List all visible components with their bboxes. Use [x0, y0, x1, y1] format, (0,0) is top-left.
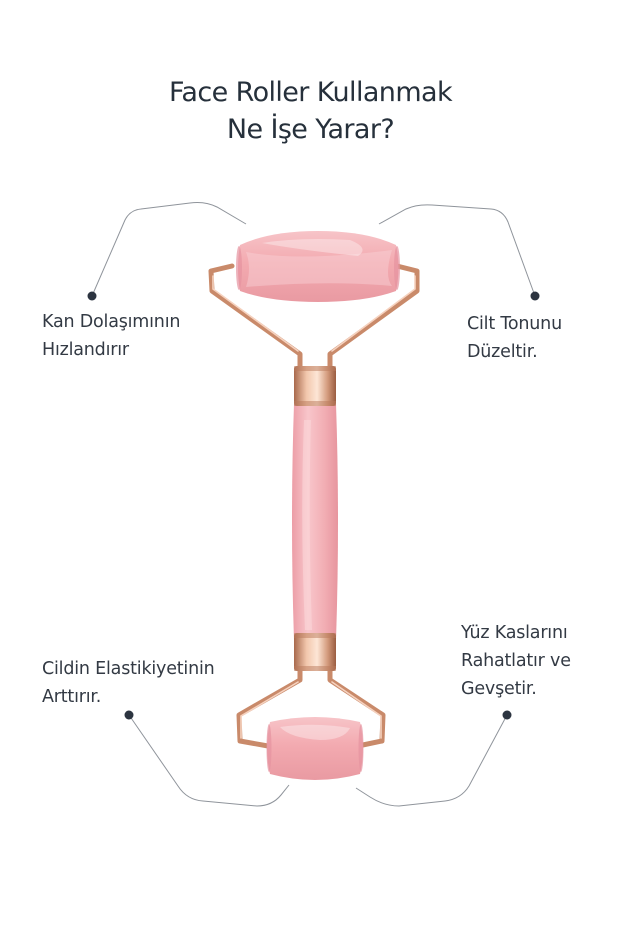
benefit-text-line: Cildin Elastikiyetinin [42, 659, 215, 679]
top-frame-wire [327, 263, 420, 371]
large-roller-stone [236, 231, 400, 302]
benefit-elasticity: Cildin Elastikiyetinin Arttırır. [42, 655, 215, 711]
benefit-text-line: Hızlandırır [42, 340, 129, 360]
leader-line-top-right [378, 204, 536, 297]
benefit-text-line: Arttırır. [42, 687, 102, 707]
benefit-skin-tone: Cilt Tonunu Düzeltir. [467, 310, 562, 366]
lower-collar [294, 633, 336, 671]
dot-marker [502, 710, 512, 720]
benefit-circulation: Kan Dolaşımının Hızlandırır [42, 308, 180, 364]
benefit-text-line: Rahatlatır ve [461, 651, 571, 671]
small-roller-stone [266, 717, 364, 780]
leader-lines [91, 202, 536, 807]
dot-marker [124, 710, 134, 720]
leader-line-top-left [91, 202, 247, 297]
bottom-frame-wire [327, 665, 386, 749]
benefit-text-line: Düzeltir. [467, 342, 538, 362]
page-title: Face Roller Kullanmak Ne İşe Yarar? [0, 74, 621, 148]
dot-marker [87, 291, 97, 301]
leader-line-bottom-left [128, 714, 290, 807]
title-line-1: Face Roller Kullanmak [168, 77, 453, 108]
top-frame-wire [208, 263, 303, 371]
title-line-2: Ne İşe Yarar? [226, 114, 395, 145]
bottom-frame-wire [236, 665, 303, 749]
leader-dots [87, 291, 540, 720]
benefit-text-line: Yüz Kaslarını [461, 623, 568, 643]
roller-frame [208, 263, 420, 749]
benefit-muscle-relax: Yüz Kaslarını Rahatlatır ve Gevşetir. [461, 619, 571, 703]
benefit-text-line: Kan Dolaşımının [42, 312, 181, 332]
upper-collar [294, 366, 336, 406]
benefit-text-line: Cilt Tonunu [467, 314, 562, 334]
roller-handle [292, 404, 338, 640]
roller-frame-highlight [212, 275, 416, 739]
dot-marker [530, 291, 540, 301]
benefit-text-line: Gevşetir. [461, 679, 537, 699]
leader-line-bottom-right [355, 714, 508, 807]
